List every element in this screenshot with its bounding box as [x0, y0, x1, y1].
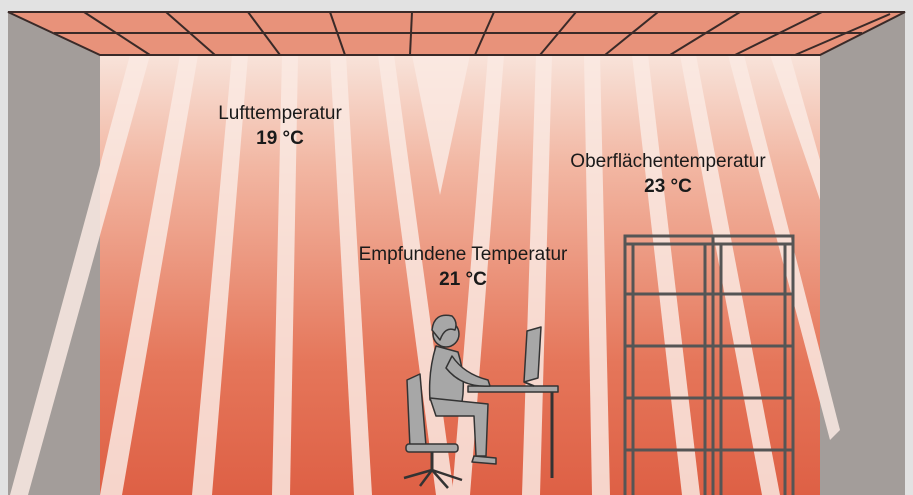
air-temperature-label: Lufttemperatur 19 °C: [180, 102, 380, 152]
shelf-icon: [623, 234, 795, 495]
perceived-temperature-value: 21 °C: [439, 269, 487, 290]
heat-ray: [770, 55, 820, 200]
perceived-temperature-name: Empfundene Temperatur: [358, 244, 568, 265]
heat-ray: [100, 55, 198, 495]
person-at-desk-icon: [403, 314, 559, 489]
heat-ray: [452, 55, 504, 495]
heat-ray: [584, 55, 610, 495]
heat-ray: [10, 55, 150, 495]
perceived-temperature-label: Empfundene Temperatur 21 °C: [318, 243, 608, 293]
surface-temperature-label: Oberflächentemperatur 23 °C: [532, 150, 804, 200]
surface-temperature-value: 23 °C: [644, 176, 692, 197]
heat-ray: [192, 55, 248, 495]
air-temperature-value: 19 °C: [256, 128, 304, 149]
heat-ray: [330, 55, 372, 495]
heat-ray: [632, 55, 700, 495]
air-temperature-name: Lufttemperatur: [218, 103, 342, 124]
ceiling-grid: [54, 11, 891, 56]
heat-ray: [412, 55, 470, 195]
left-wall: [8, 12, 100, 495]
surface-temperature-name: Oberflächentemperatur: [570, 151, 766, 172]
right-wall: [820, 12, 905, 495]
heat-rays: [10, 55, 840, 495]
heat-ray: [272, 55, 298, 495]
heat-ray: [680, 55, 780, 495]
